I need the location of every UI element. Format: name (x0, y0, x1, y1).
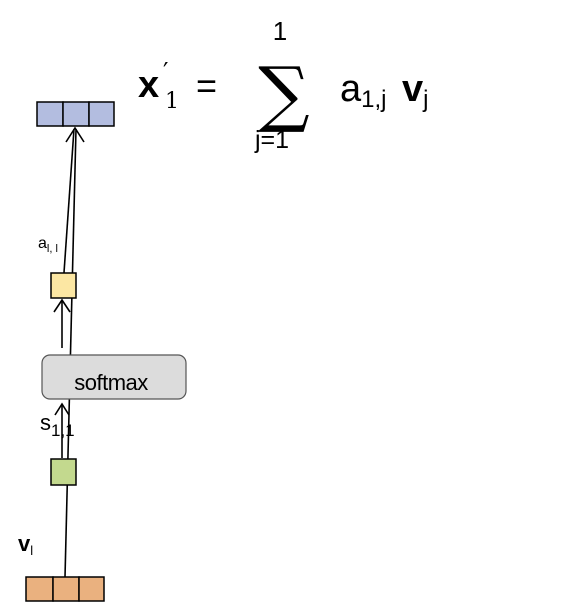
output-vector-cell-1 (36, 101, 64, 127)
value-vector-cell-3 (78, 576, 105, 602)
attention-label-base: a (38, 235, 47, 252)
value-label-subscript: l (30, 543, 33, 558)
value-label-base: v (18, 531, 31, 556)
value-vector (25, 576, 105, 602)
summation-lower-limit: j=1 (254, 126, 289, 154)
output-vector-cell-2 (62, 101, 90, 127)
weighted-sum-line-1 (64, 128, 77, 578)
equation-term-v: vj (402, 68, 428, 113)
equation-term-a-subscript: 1,j (361, 86, 386, 113)
softmax-to-attention-arrowhead (53, 298, 71, 313)
equation-lhs-prime: ′ (163, 58, 168, 86)
value-vector-cell-2 (52, 576, 80, 602)
attention-weight-box (50, 272, 77, 299)
equation-lhs-symbol: x (138, 64, 159, 106)
softmax-box (41, 354, 187, 400)
equation-term-a: a1,j (340, 68, 387, 113)
output-arrowhead (65, 126, 85, 143)
output-vector (36, 101, 115, 127)
summation-symbol: ∑ (258, 51, 309, 135)
equation-term-a-base: a (340, 68, 362, 110)
equation: x ′ 1 = 1 ∑ j=1 a1,j vj (138, 16, 428, 154)
score-label-base: s (40, 410, 51, 435)
value-label: vl (18, 531, 33, 558)
equation-equals: = (196, 65, 217, 106)
score-label-subscript: 1,1 (51, 421, 75, 440)
output-vector-cell-3 (88, 101, 115, 127)
attention-label-subscript: l, l (47, 243, 58, 255)
weighted-sum-line-2 (62, 128, 75, 288)
value-vector-cell-1 (25, 576, 54, 602)
equation-term-v-subscript: j (422, 86, 428, 113)
attention-label: al, l (38, 235, 58, 255)
score-box (50, 458, 77, 486)
summation-upper-limit: 1 (273, 16, 287, 46)
score-to-softmax-arrowhead (54, 402, 70, 416)
score-label: s1,1 (40, 410, 75, 440)
equation-lhs-subscript: 1 (165, 89, 179, 114)
equation-term-v-base: v (402, 68, 423, 110)
softmax-label: softmax (74, 370, 148, 395)
